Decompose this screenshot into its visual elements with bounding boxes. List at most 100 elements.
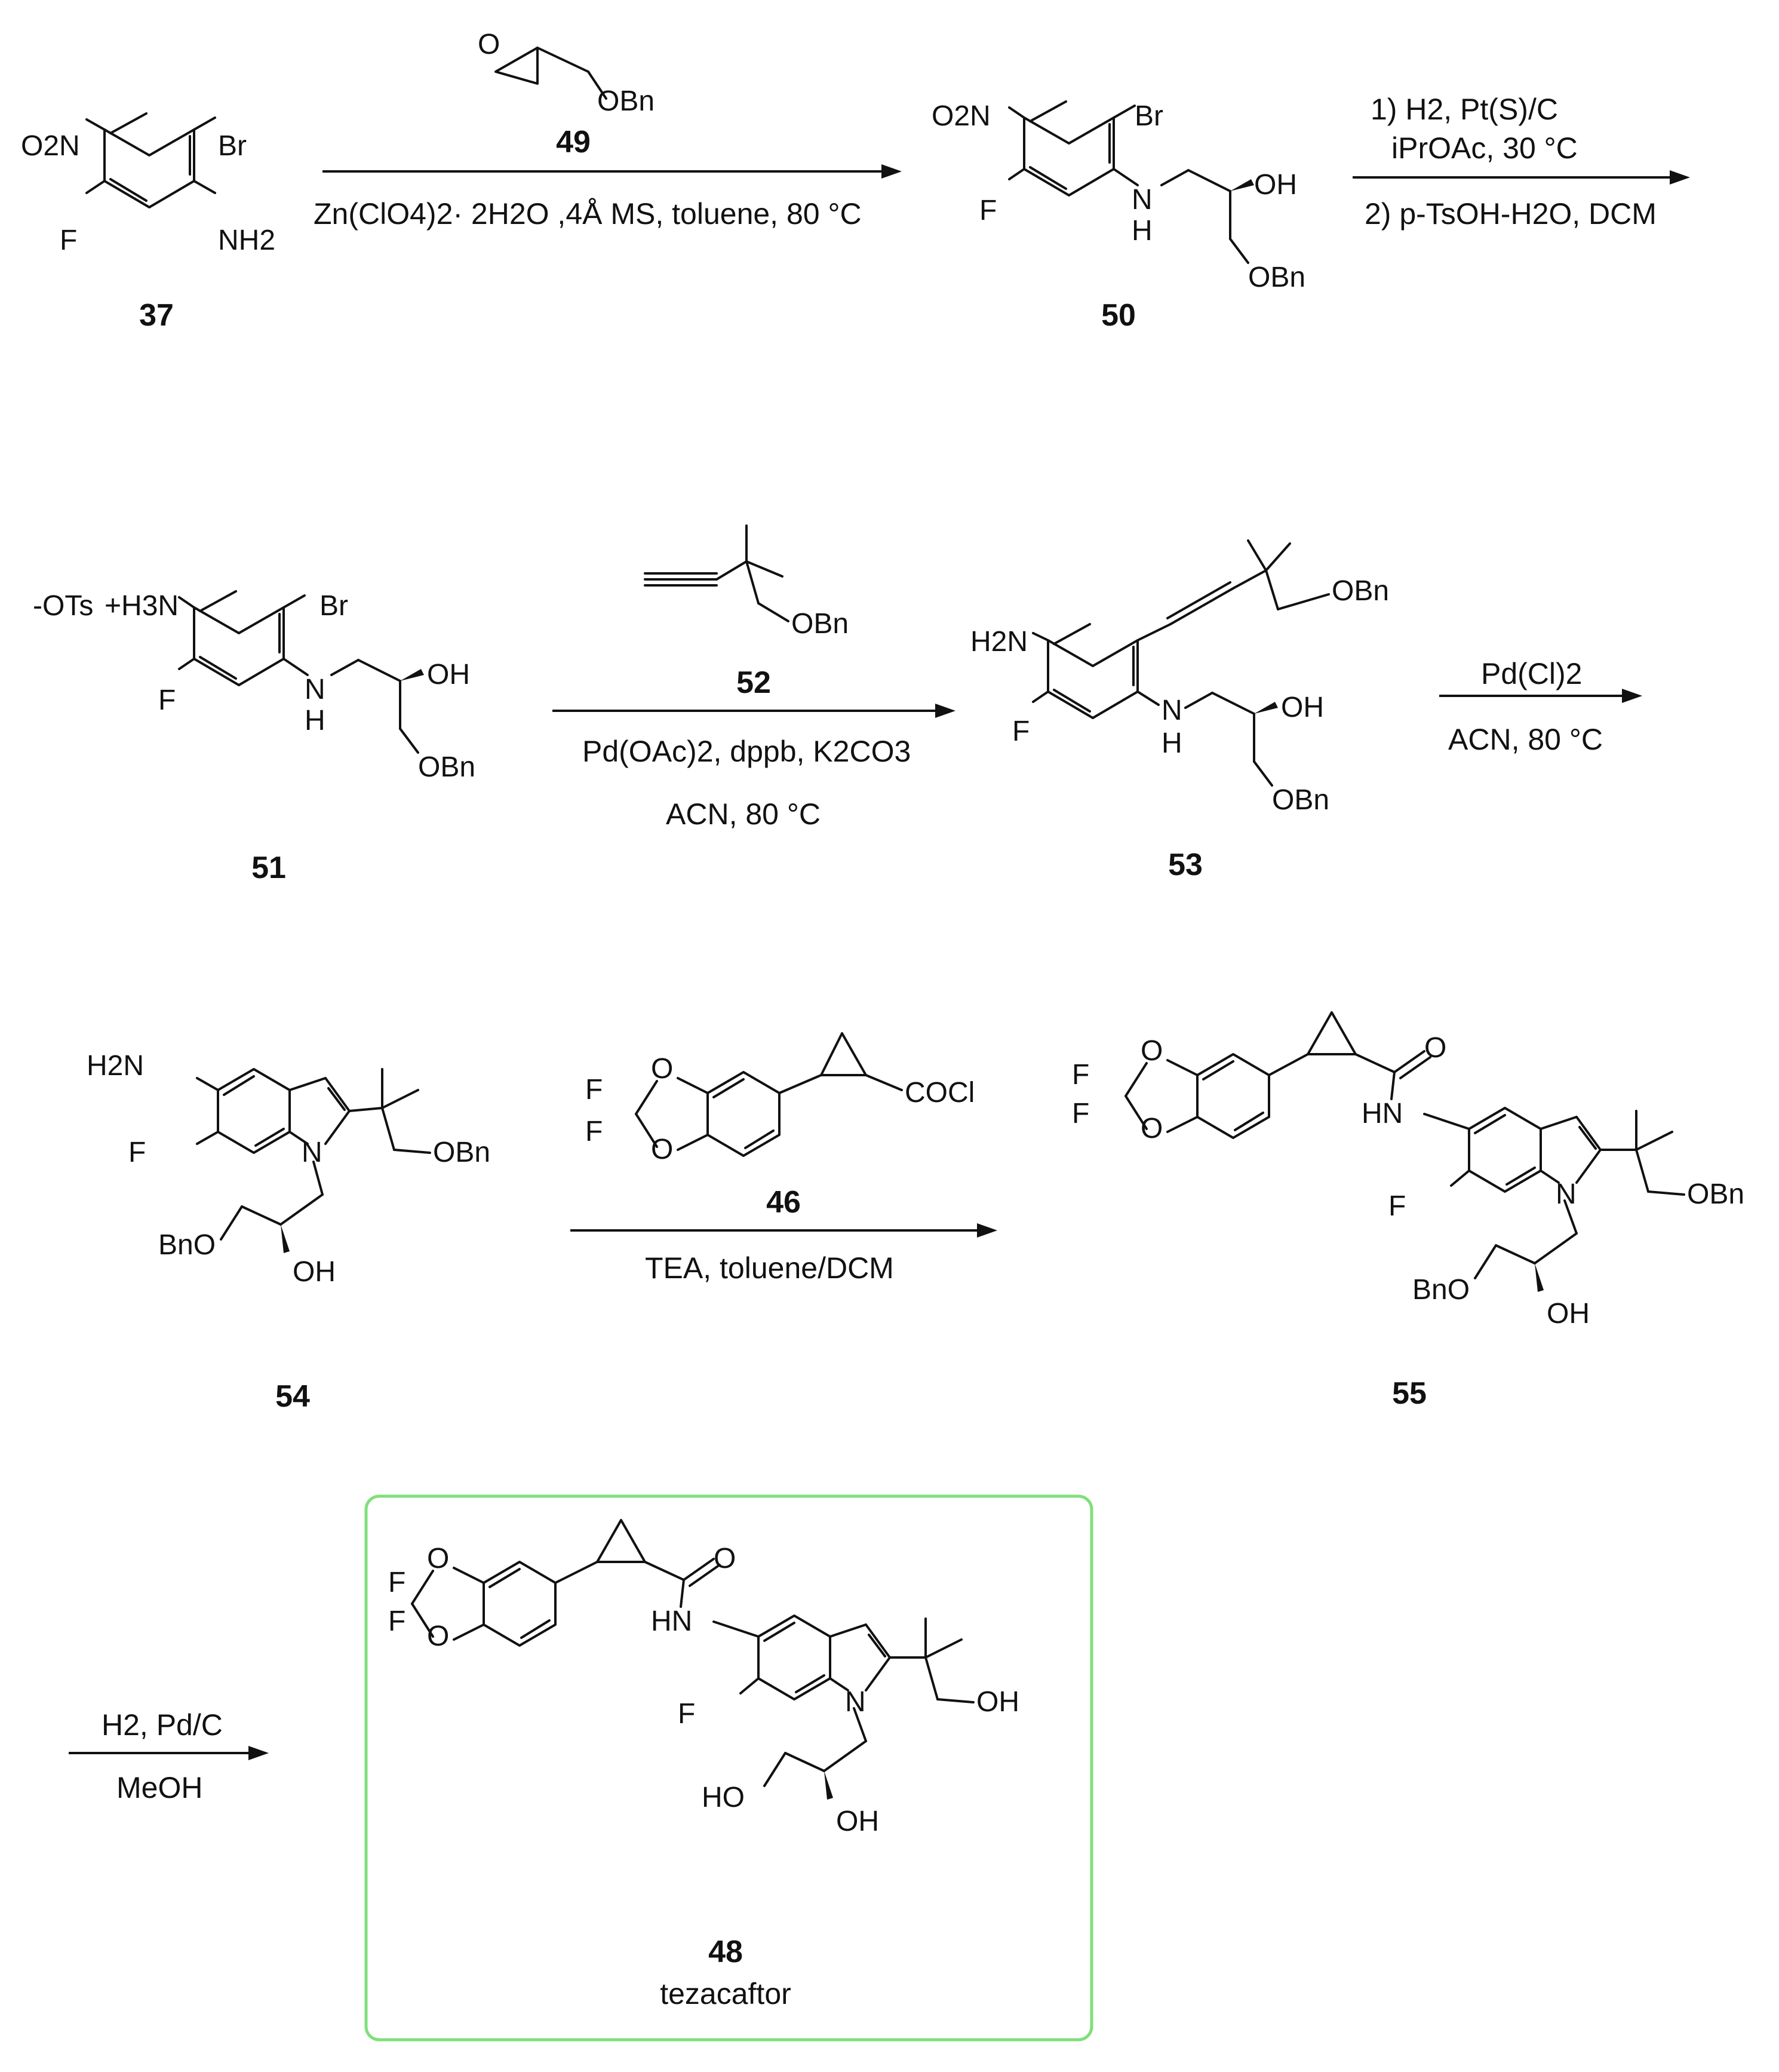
atom-o: O [427,1543,449,1574]
atom-f: F [60,225,77,256]
atom-obn: OBn [433,1137,490,1168]
atom-f-2: F [388,1606,405,1637]
compound-50: O2N Br F N H OH OBn 50 [932,100,1305,333]
atom-n: N [845,1686,866,1718]
compound-46: O O F F COCl 46 [585,1032,975,1220]
compound-label-51: 51 [251,851,286,885]
atom-n: N [1162,695,1182,726]
atom-n: N [1556,1178,1577,1210]
atom-obn: OBn [418,751,475,783]
atom-n: N [1132,184,1153,216]
compound-49: O OBn 49 [478,29,655,159]
atom-n: N [305,674,325,705]
atom-br: Br [218,130,247,162]
atom-oh: OH [976,1686,1019,1718]
atom-obn: OBn [597,85,655,117]
atom-f: F [128,1137,146,1168]
atom-o-2: O [427,1620,449,1652]
atom-f-3: F [678,1698,695,1730]
reaction-arrow-4: Pd(Cl)2 ACN, 80 °C [1439,657,1642,756]
atom-f: F [979,195,997,226]
conditions-step4-line1: Pd(Cl)2 [1481,657,1582,690]
atom-obn: OBn [1332,575,1389,607]
atom-epoxide-o: O [478,29,500,60]
atom-o-2: O [1141,1113,1163,1144]
atom-oh: OH [427,659,470,690]
atom-f-2: F [585,1116,603,1147]
atom-f: F [158,684,176,716]
atom-obn: OBn [1248,262,1305,293]
compound-label-37: 37 [139,298,174,333]
atom-h: H [305,705,325,736]
atom-hn: HN [1362,1098,1403,1129]
compound-label-50: 50 [1101,298,1136,333]
atom-bno: BnO [158,1229,216,1261]
atom-h2n: H2N [87,1050,144,1082]
atom-f: F [1012,716,1030,747]
conditions-step3-line1: Pd(OAc)2, dppb, K2CO3 [582,735,911,768]
atom-ots: -OTs [33,590,93,622]
compound-label-52: 52 [736,665,771,700]
atom-h: H [1162,727,1182,759]
atom-oh: OH [1281,692,1324,723]
compound-54: H2N F N OBn BnO OH 54 [87,1050,490,1414]
compound-52: OBn 52 [644,524,849,700]
conditions-step6-line1: H2, Pd/C [102,1708,223,1742]
atom-nh2: NH2 [218,225,275,256]
compound-label-46: 46 [766,1185,801,1220]
reaction-arrow-6: H2, Pd/C MeOH [69,1708,269,1804]
compound-53: H2N OBn F N H OH OBn 53 [970,539,1389,882]
atom-carbonyl-o: O [714,1543,736,1574]
atom-o: O [651,1053,673,1085]
atom-oh: OH [1254,169,1297,201]
atom-h3n: +H3N [105,590,179,622]
compound-51: -OTs +H3N Br F N H OH OBn 51 [33,590,475,885]
compound-label-49: 49 [556,125,591,159]
conditions-step2-line1: 1) H2, Pt(S)/C [1371,93,1558,126]
reaction-arrow-1: Zn(ClO4)2· 2H2O ,4Å MS, toluene, 80 °C [314,164,902,231]
atom-carbonyl-o: O [1424,1032,1446,1064]
atom-n: N [302,1137,322,1168]
atom-f: F [1072,1059,1089,1091]
compound-37: O2N Br F NH2 37 [21,112,275,333]
compound-48: O O F F O HN F N OH HO OH 48 tezacaftor [388,1519,1019,2010]
compound-label-54: 54 [275,1379,310,1414]
product-highlight-box [364,1494,1093,2042]
conditions-step3-line2: ACN, 80 °C [666,797,821,831]
conditions-step2-line3: 2) p-TsOH-H2O, DCM [1365,197,1657,231]
atom-h2n: H2N [970,626,1028,658]
compound-label-48: 48 [708,1935,743,1969]
conditions-step1: Zn(ClO4)2· 2H2O ,4Å MS, toluene, 80 °C [314,197,862,231]
compound-label-55: 55 [1392,1376,1427,1411]
atom-o: O [1141,1035,1163,1067]
atom-o2n: O2N [21,130,80,162]
atom-f-2: F [1072,1098,1089,1129]
atom-f: F [388,1567,405,1598]
conditions-step5: TEA, toluene/DCM [645,1251,894,1285]
reaction-arrow-5: TEA, toluene/DCM [570,1223,997,1285]
atom-oh: OH [293,1256,336,1288]
reaction-arrow-2: 1) H2, Pt(S)/C iPrOAc, 30 °C 2) p-TsOH-H… [1353,93,1690,231]
conditions-step2-line2: iPrOAc, 30 °C [1391,131,1578,165]
atom-ho: HO [702,1782,745,1813]
atom-o2n: O2N [932,100,991,132]
atom-oh: OH [1547,1298,1590,1330]
compound-name-48: tezacaftor [660,1977,791,2010]
atom-hn: HN [651,1606,692,1637]
reaction-arrow-3: Pd(OAc)2, dppb, K2CO3 ACN, 80 °C [552,704,955,831]
atom-f: F [585,1074,603,1106]
atom-obn: OBn [791,608,849,640]
atom-br: Br [1135,100,1163,132]
conditions-step4-line2: ACN, 80 °C [1448,723,1603,756]
conditions-step6-line2: MeOH [116,1771,202,1804]
atom-br: Br [319,590,348,622]
atom-cocl: COCl [905,1077,975,1109]
atom-h: H [1132,215,1153,247]
atom-obn-2: OBn [1272,784,1329,816]
atom-oh-2: OH [836,1806,879,1837]
atom-f-3: F [1388,1190,1406,1222]
atom-o-2: O [651,1134,673,1165]
compound-55: O O F F O HN F N OBn BnO OH 55 [1072,1011,1744,1411]
compound-label-53: 53 [1168,848,1203,882]
